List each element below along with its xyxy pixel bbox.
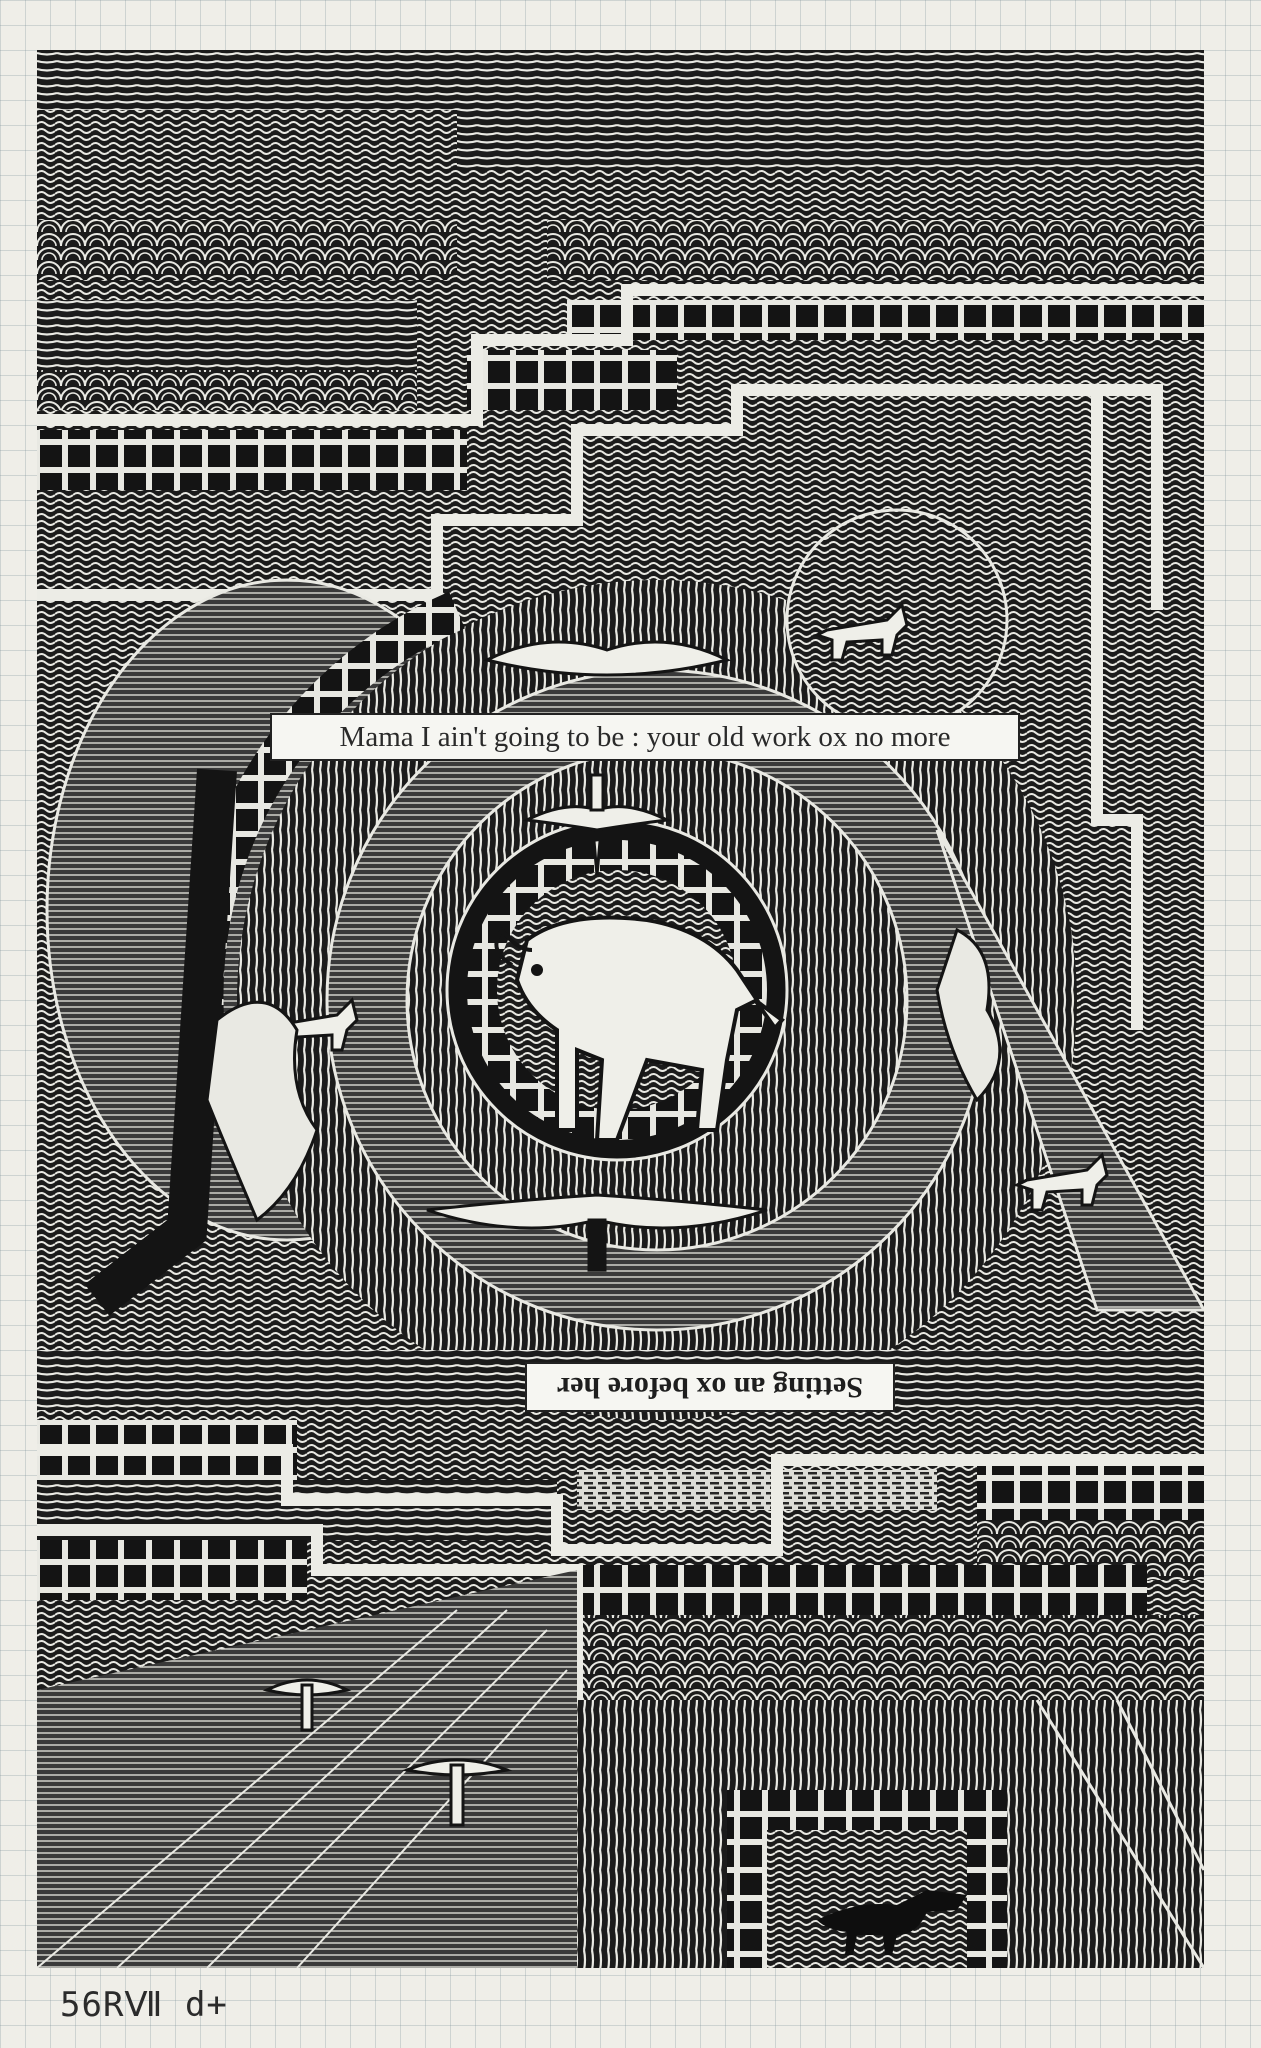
quote-strip-bottom-inverted: Setting an ox before her: [525, 1362, 895, 1412]
catalog-mark: 56RⅦ d+: [60, 1985, 228, 2025]
quote-strip-top: Mama I ain't going to be : your old work…: [270, 713, 1020, 761]
ink-artwork: [37, 50, 1204, 1968]
